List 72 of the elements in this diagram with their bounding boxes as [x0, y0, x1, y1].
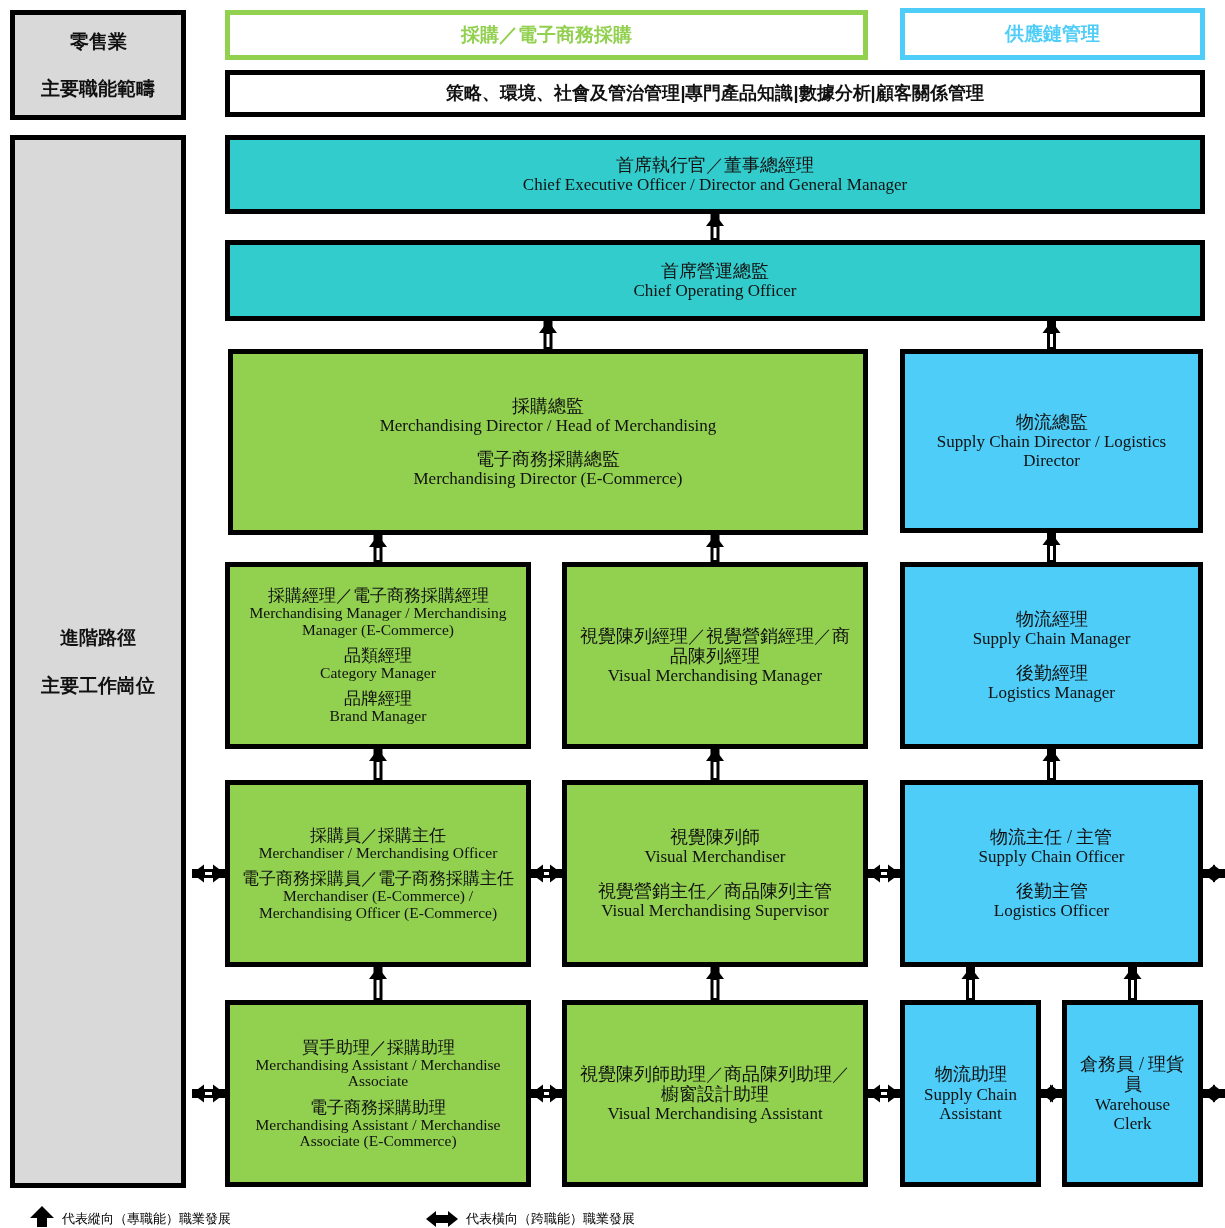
- job-title-english: Merchandising Director (E-Commerce): [413, 469, 683, 489]
- job-title-english: Merchandising Manager / Merchandising Manager (E-Commerce): [248, 605, 508, 638]
- job-title-english: Supply Chain Officer: [978, 847, 1125, 867]
- job-title-english: Merchandising Director / Head of Merchandising: [379, 415, 717, 435]
- job-title-chinese: 視覺陳列經理／視覺營銷經理／商品陳列經理: [579, 625, 851, 667]
- job-title-chinese: 品類經理: [344, 646, 412, 665]
- job-title-english: Warehouse Clerk: [1093, 1094, 1172, 1133]
- job-box: [900, 562, 1203, 749]
- header-panel: [10, 135, 186, 1188]
- job-box: [225, 780, 531, 967]
- job-box: [900, 1000, 1041, 1187]
- job-title-english: Supply Chain Manager: [972, 629, 1131, 649]
- job-title-chinese: 採購經理／電子商務採購經理: [267, 586, 489, 606]
- job-box: [562, 562, 868, 749]
- job-title-chinese: 物流主任 / 主管: [990, 827, 1113, 848]
- job-title-chinese: 首席執行官／董事總經理: [616, 154, 814, 176]
- job-title-chinese: 物流總監: [1015, 411, 1088, 433]
- job-title-english: Chief Executive Officer / Director and General Manager: [522, 175, 908, 195]
- skills-bar: [225, 70, 1205, 117]
- skills-text: 策略、環境、社會及管治管理|專門產品知識|數據分析|顧客關係管理: [446, 83, 984, 104]
- job-title-chinese: 品牌經理: [344, 689, 412, 709]
- job-title-chinese: 倉務員 / 理貨員: [1079, 1054, 1186, 1095]
- job-title-chinese: 後勤經理: [1015, 662, 1088, 683]
- header-text: 進階路徑: [60, 627, 136, 649]
- job-title-english: Visual Merchandising Manager: [607, 666, 823, 686]
- category-title: 採購／電子商務採購: [461, 24, 632, 46]
- job-title-english: Category Manager: [320, 665, 436, 682]
- job-title-chinese: 採購員／採購主任: [310, 826, 446, 846]
- job-box: [562, 1000, 868, 1187]
- job-title-english: Supply Chain Director / Logistics Director: [935, 432, 1168, 471]
- job-title-english: Visual Merchandising Assistant: [607, 1104, 823, 1124]
- job-title-chinese: 後勤主管: [1015, 880, 1088, 901]
- job-title-chinese: 電子商務採購助理: [310, 1097, 446, 1117]
- job-title-english: Brand Manager: [329, 708, 427, 725]
- job-box: [225, 1000, 531, 1187]
- job-box: [225, 135, 1205, 214]
- job-title-chinese: 物流助理: [934, 1064, 1007, 1085]
- category-title: 供應鏈管理: [1005, 23, 1100, 45]
- job-title-chinese: 視覺陳列師助理／商品陳列助理／櫥窗設計助理: [579, 1063, 851, 1105]
- category-header: [225, 10, 868, 60]
- header-panel: [10, 10, 186, 120]
- job-title-english: Logistics Officer: [993, 900, 1110, 920]
- header-text: 主要職能範疇: [41, 78, 155, 100]
- job-box: [900, 349, 1203, 533]
- job-title-english: Logistics Manager: [988, 682, 1115, 702]
- job-title-english: Merchandising Assistant / Merchandise Associate (E-Commerce): [254, 1116, 502, 1150]
- job-title-english: Merchandiser / Merchandising Officer: [258, 845, 498, 862]
- job-box: [1062, 1000, 1203, 1187]
- job-title-english: Chief Operating Officer: [633, 281, 797, 301]
- header-text: 零售業: [69, 30, 127, 52]
- job-title-chinese: 視覺營銷主任／商品陳列主管: [598, 880, 832, 901]
- job-box: [228, 349, 868, 535]
- job-title-english: Merchandiser (E-Commerce) / Merchandising Officer (E-Commerce): [257, 888, 499, 921]
- job-box: [225, 562, 531, 749]
- job-title-chinese: 買手助理／採購助理: [301, 1037, 455, 1057]
- job-title-english: Visual Merchandising Supervisor: [601, 900, 829, 920]
- job-title-chinese: 採購總監: [512, 395, 584, 416]
- category-header: [900, 8, 1205, 60]
- job-title-chinese: 視覺陳列師: [670, 827, 760, 848]
- legend-text: 代表橫向（跨職能）職業發展: [466, 1210, 635, 1228]
- job-title-chinese: 物流經理: [1015, 609, 1088, 630]
- job-title-chinese: 電子商務採購員／電子商務採購主任: [242, 869, 514, 889]
- legend-text: 代表縱向（專職能）職業發展: [62, 1210, 231, 1228]
- header-text: 主要工作崗位: [41, 674, 155, 696]
- job-title-english: Supply Chain Assistant: [922, 1084, 1018, 1123]
- job-box: [900, 780, 1203, 967]
- job-title-english: Merchandising Assistant / Merchandise Associate: [254, 1056, 502, 1090]
- job-box: [225, 240, 1205, 321]
- job-title-english: Visual Merchandiser: [644, 847, 786, 867]
- job-box: [562, 780, 868, 967]
- job-title-chinese: 電子商務採購總監: [476, 449, 620, 470]
- job-title-chinese: 首席營運總監: [661, 260, 769, 282]
